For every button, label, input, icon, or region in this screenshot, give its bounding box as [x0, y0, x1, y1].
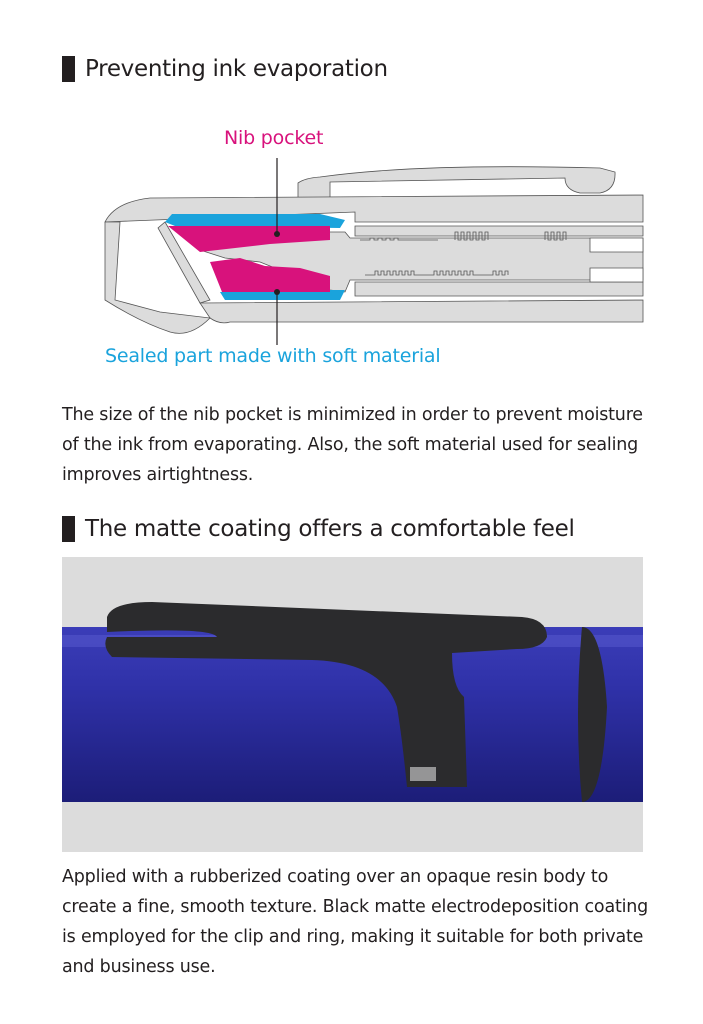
heading-text: The matte coating offers a comfortable f…	[85, 516, 575, 542]
nib-pocket	[168, 226, 330, 252]
pen-clip-photo	[62, 557, 643, 852]
nib-pocket-lower	[210, 258, 330, 292]
sealed-part-label: Sealed part made with soft material	[105, 345, 441, 367]
heading-text: Preventing ink evaporation	[85, 56, 388, 82]
matte-paragraph: Applied with a rubberized coating over a…	[62, 867, 649, 977]
section-heading-ink: Preventing ink evaporation	[62, 56, 388, 82]
heading-bar	[62, 516, 75, 542]
heading-bar	[62, 56, 75, 82]
pen-cross-section-diagram	[104, 158, 644, 345]
section-heading-matte: The matte coating offers a comfortable f…	[62, 516, 575, 542]
nib-pocket-label: Nib pocket	[224, 127, 324, 149]
seal-top	[165, 214, 345, 228]
ink-paragraph: The size of the nib pocket is minimized …	[62, 405, 643, 485]
seal-bottom	[220, 290, 345, 300]
